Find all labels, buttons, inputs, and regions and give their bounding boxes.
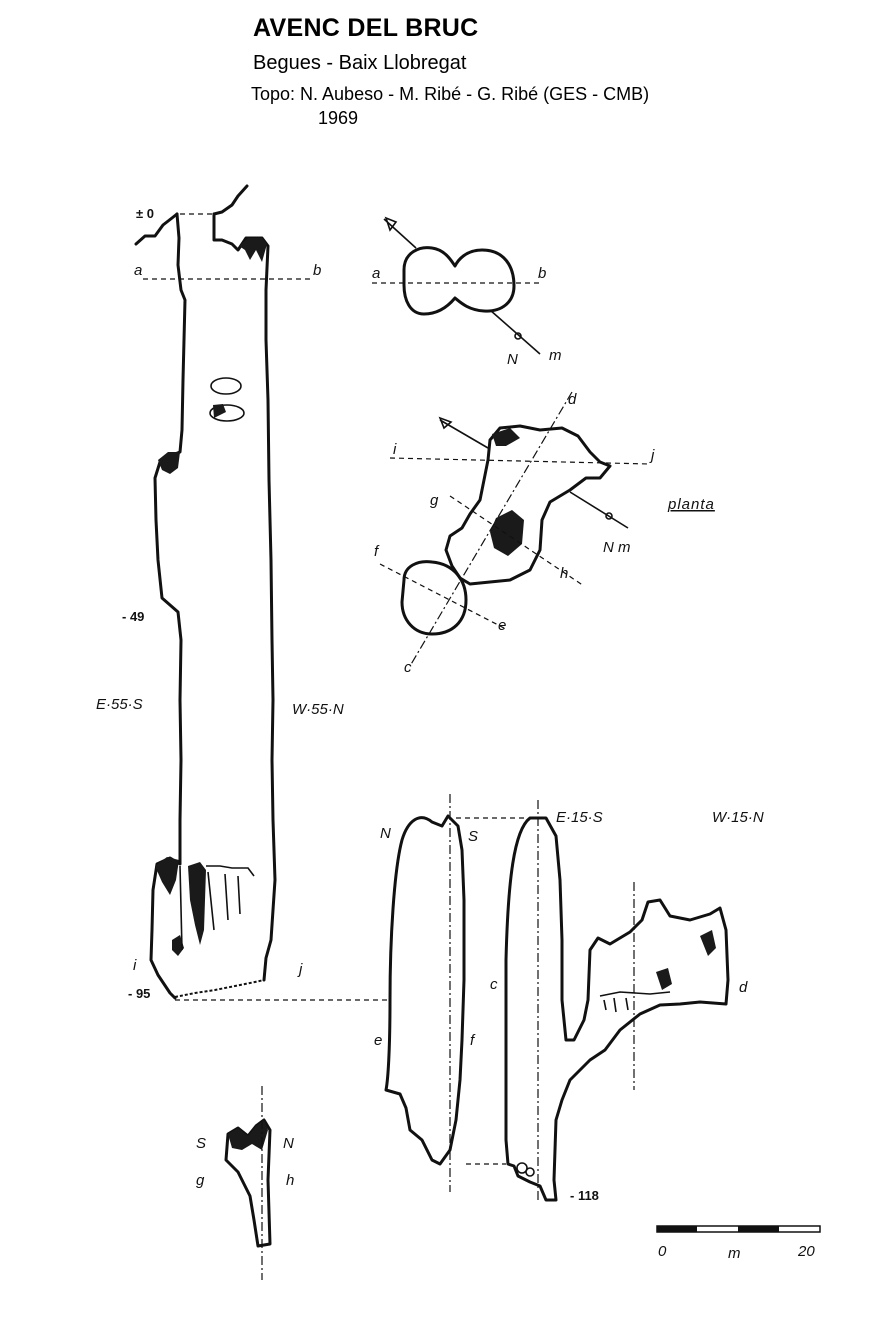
south-label-gh: S: [196, 1135, 206, 1152]
section-label-c-right: c: [490, 976, 498, 993]
orientation-label-e15s: E·15·S: [556, 809, 603, 826]
depth-label-bottom-left: - 95: [128, 986, 150, 1001]
section-label-b-left: b: [313, 262, 321, 279]
depth-label-top: ± 0: [136, 206, 154, 221]
main-shaft-profile: [134, 184, 380, 1001]
section-label-g-plan: g: [430, 492, 439, 509]
survey-credits: Topo: N. Aubeso - M. Ribé - G. Ribé (GES…: [251, 84, 650, 104]
section-label-b-top: b: [538, 265, 546, 282]
section-label-d-plan: d: [568, 391, 577, 408]
section-label-h-plan: h: [560, 565, 568, 582]
orientation-label-w15n: W·15·N: [712, 809, 764, 826]
section-label-i-plan: i: [393, 441, 397, 458]
m-label-top: m: [549, 347, 562, 364]
section-g-h-outline: [224, 1086, 272, 1280]
plan-label: planta: [667, 496, 715, 513]
north-label-right: N: [380, 825, 391, 842]
north-label-gh: N: [283, 1135, 294, 1152]
cave-title: AVENC DEL BRUC: [253, 14, 479, 42]
section-label-a-top: a: [372, 265, 380, 282]
depth-label-bottom-right: - 118: [570, 1188, 599, 1203]
north-label-plan: N m: [603, 539, 631, 556]
section-label-j-plan: j: [649, 447, 655, 464]
section-label-j-left: j: [297, 961, 303, 978]
north-label-top: N: [507, 351, 518, 368]
plan-view: [379, 391, 651, 667]
south-label-right: S: [468, 828, 478, 845]
depth-label-mid: - 49: [122, 609, 144, 624]
scale-end: 20: [797, 1243, 815, 1260]
section-label-g: g: [196, 1172, 205, 1189]
section-label-f-plan: f: [374, 543, 380, 560]
section-label-c-plan: c: [404, 659, 412, 676]
section-label-a-left: a: [134, 262, 142, 279]
section-label-e-right: e: [374, 1032, 382, 1049]
section-label-i-left: i: [133, 957, 137, 974]
orientation-label-w55n: W·55·N: [292, 701, 344, 718]
section-label-e-plan: e: [498, 617, 506, 634]
section-label-f-right: f: [470, 1032, 476, 1049]
orientation-label-e55s: E·55·S: [96, 696, 143, 713]
lower-gallery-profile: [382, 794, 730, 1202]
scale-unit: m: [728, 1245, 741, 1262]
section-label-h: h: [286, 1172, 294, 1189]
scale-start: 0: [658, 1243, 667, 1260]
scale-bar: [656, 1225, 821, 1233]
section-a-b-outline: [372, 216, 541, 355]
section-label-d-right: d: [739, 979, 748, 996]
cave-location: Begues - Baix Llobregat: [253, 52, 467, 74]
survey-year: 1969: [318, 108, 359, 128]
